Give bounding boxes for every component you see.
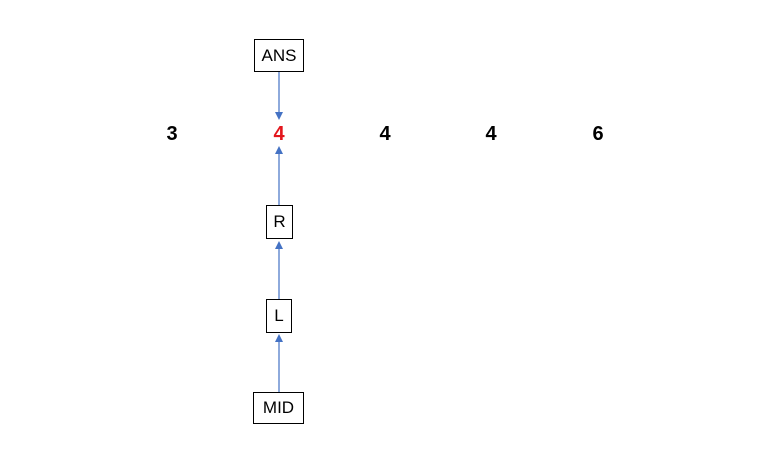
array-value-2: 4 xyxy=(379,123,391,145)
array-value-0: 3 xyxy=(166,123,178,145)
array-value-4: 6 xyxy=(592,123,604,145)
l-pointer-box: L xyxy=(266,299,292,333)
r-pointer-box: R xyxy=(266,205,293,239)
ans-pointer-box: ANS xyxy=(254,39,304,72)
array-value-1-highlighted: 4 xyxy=(273,123,285,145)
mid-pointer-box: MID xyxy=(253,392,304,424)
array-value-3: 4 xyxy=(485,123,497,145)
